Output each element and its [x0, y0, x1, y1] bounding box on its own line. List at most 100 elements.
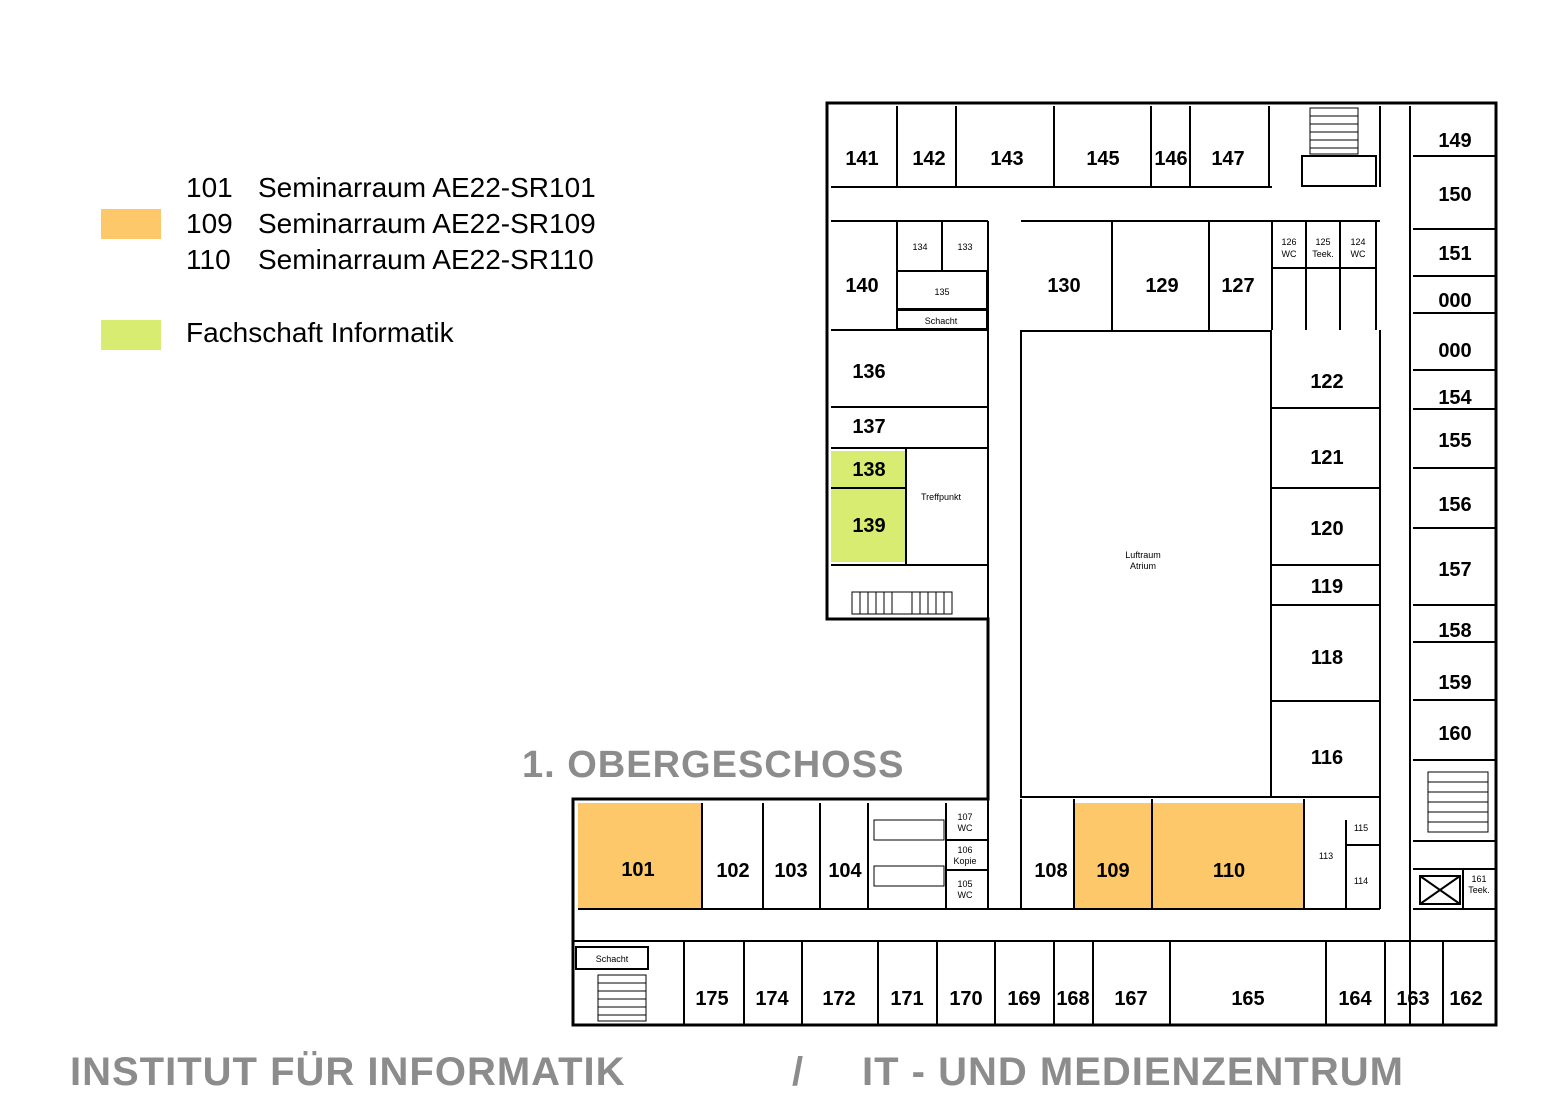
room-101[interactable]: 101 [621, 859, 654, 881]
room-174[interactable]: 174 [755, 988, 789, 1010]
room-108[interactable]: 108 [1034, 860, 1067, 882]
room-162[interactable]: 162 [1449, 988, 1482, 1010]
room-110-fill [1153, 803, 1303, 909]
treffpunkt-label: Treffpunkt [921, 492, 962, 502]
room-155[interactable]: 155 [1438, 430, 1471, 452]
room-113[interactable]: 113 [1319, 851, 1333, 861]
room-120[interactable]: 120 [1310, 518, 1343, 540]
room-134[interactable]: 134 [912, 242, 927, 252]
room-138[interactable]: 138 [852, 459, 885, 481]
legend-room-number: 101 [186, 172, 233, 203]
room-141[interactable]: 141 [845, 148, 878, 170]
room-118[interactable]: 118 [1311, 647, 1343, 669]
room-160[interactable]: 160 [1438, 723, 1471, 745]
floor-title: 1. OBERGESCHOSS [522, 744, 905, 786]
room-000-b[interactable]: 000 [1438, 340, 1471, 362]
room-159[interactable]: 159 [1438, 672, 1471, 694]
room-158[interactable]: 158 [1438, 620, 1471, 642]
footer-institute: INSTITUT FÜR INFORMATIK [70, 1050, 626, 1094]
legend-room-name: Seminarraum AE22-SR110 [258, 244, 594, 275]
room-109[interactable]: 109 [1096, 860, 1129, 882]
room-105-wc: WC [958, 890, 973, 900]
room-129[interactable]: 129 [1145, 275, 1178, 297]
room-labels: 141 142 143 145 146 147 149 150 151 000 … [596, 130, 1490, 1010]
room-115[interactable]: 115 [1354, 823, 1368, 833]
room-121[interactable]: 121 [1310, 447, 1343, 469]
room-145[interactable]: 145 [1086, 148, 1119, 170]
room-119[interactable]: 119 [1311, 576, 1343, 598]
legend-room-number: 110 [186, 244, 231, 275]
room-103[interactable]: 103 [774, 860, 807, 882]
room-168[interactable]: 168 [1056, 988, 1089, 1010]
room-125[interactable]: 125 [1315, 237, 1330, 247]
atrium-label-luftraum: Luftraum [1125, 550, 1161, 560]
legend-room-name: Seminarraum AE22-SR101 [258, 172, 596, 203]
room-157[interactable]: 157 [1438, 559, 1471, 581]
room-139-fill [831, 489, 906, 562]
room-126[interactable]: 126 [1281, 237, 1296, 247]
room-142[interactable]: 142 [912, 148, 945, 170]
room-110[interactable]: 110 [1213, 860, 1245, 882]
room-105[interactable]: 105 [957, 879, 972, 889]
room-143[interactable]: 143 [990, 148, 1023, 170]
room-151[interactable]: 151 [1438, 243, 1471, 265]
room-165[interactable]: 165 [1231, 988, 1264, 1010]
walls [571, 101, 1498, 1027]
room-164[interactable]: 164 [1338, 988, 1372, 1010]
room-167[interactable]: 167 [1114, 988, 1147, 1010]
room-109-fill [1075, 803, 1151, 909]
room-101-fill [578, 803, 702, 909]
room-106-kopie: Kopie [953, 856, 976, 866]
room-171[interactable]: 171 [890, 988, 923, 1010]
room-156[interactable]: 156 [1438, 494, 1471, 516]
room-136[interactable]: 136 [852, 361, 885, 383]
room-150[interactable]: 150 [1438, 184, 1471, 206]
room-147[interactable]: 147 [1211, 148, 1244, 170]
room-116[interactable]: 116 [1311, 747, 1343, 769]
legend-room-number: 109 [186, 208, 233, 239]
legend-fachschaft-label: Fachschaft Informatik [186, 317, 454, 348]
room-126-wc: WC [1282, 249, 1297, 259]
stairs [597, 107, 1489, 1022]
room-124[interactable]: 124 [1350, 237, 1365, 247]
room-114[interactable]: 114 [1354, 876, 1368, 886]
room-124-wc: WC [1351, 249, 1366, 259]
legend-swatch-seminar [101, 209, 161, 239]
room-104[interactable]: 104 [828, 860, 862, 882]
footer-separator: / [792, 1050, 805, 1094]
room-107[interactable]: 107 [957, 812, 972, 822]
room-130[interactable]: 130 [1047, 275, 1080, 297]
room-122[interactable]: 122 [1310, 371, 1343, 393]
room-139[interactable]: 139 [852, 515, 885, 537]
seminar-room-highlights [578, 803, 1303, 909]
room-169[interactable]: 169 [1007, 988, 1040, 1010]
legend-swatch-fachschaft [101, 320, 161, 350]
room-137[interactable]: 137 [852, 416, 885, 438]
room-161-teek: Teek. [1468, 885, 1490, 895]
room-127[interactable]: 127 [1221, 275, 1254, 297]
room-107-wc: WC [958, 823, 973, 833]
room-133[interactable]: 133 [957, 242, 972, 252]
room-106[interactable]: 106 [957, 845, 972, 855]
room-140[interactable]: 140 [845, 275, 878, 297]
room-138-fill [831, 451, 906, 487]
room-102[interactable]: 102 [716, 860, 749, 882]
room-146[interactable]: 146 [1154, 148, 1187, 170]
footer-it-center: IT - UND MEDIENZENTRUM [862, 1050, 1404, 1094]
room-125-teek: Teek. [1312, 249, 1334, 259]
fachschaft-room-highlights [831, 451, 906, 562]
room-154[interactable]: 154 [1438, 387, 1472, 409]
room-135[interactable]: 135 [934, 287, 949, 297]
room-149[interactable]: 149 [1438, 130, 1471, 152]
footer: INSTITUT FÜR INFORMATIK / IT - UND MEDIE… [70, 1050, 1403, 1095]
room-172[interactable]: 172 [822, 988, 855, 1010]
room-170[interactable]: 170 [949, 988, 982, 1010]
schacht-upper: Schacht [925, 316, 958, 326]
room-161[interactable]: 161 [1471, 874, 1486, 884]
atrium-label-atrium: Atrium [1130, 561, 1156, 571]
legend-room-name: Seminarraum AE22-SR109 [258, 208, 596, 239]
room-163[interactable]: 163 [1396, 988, 1429, 1010]
room-000-a[interactable]: 000 [1438, 290, 1471, 312]
room-175[interactable]: 175 [695, 988, 728, 1010]
